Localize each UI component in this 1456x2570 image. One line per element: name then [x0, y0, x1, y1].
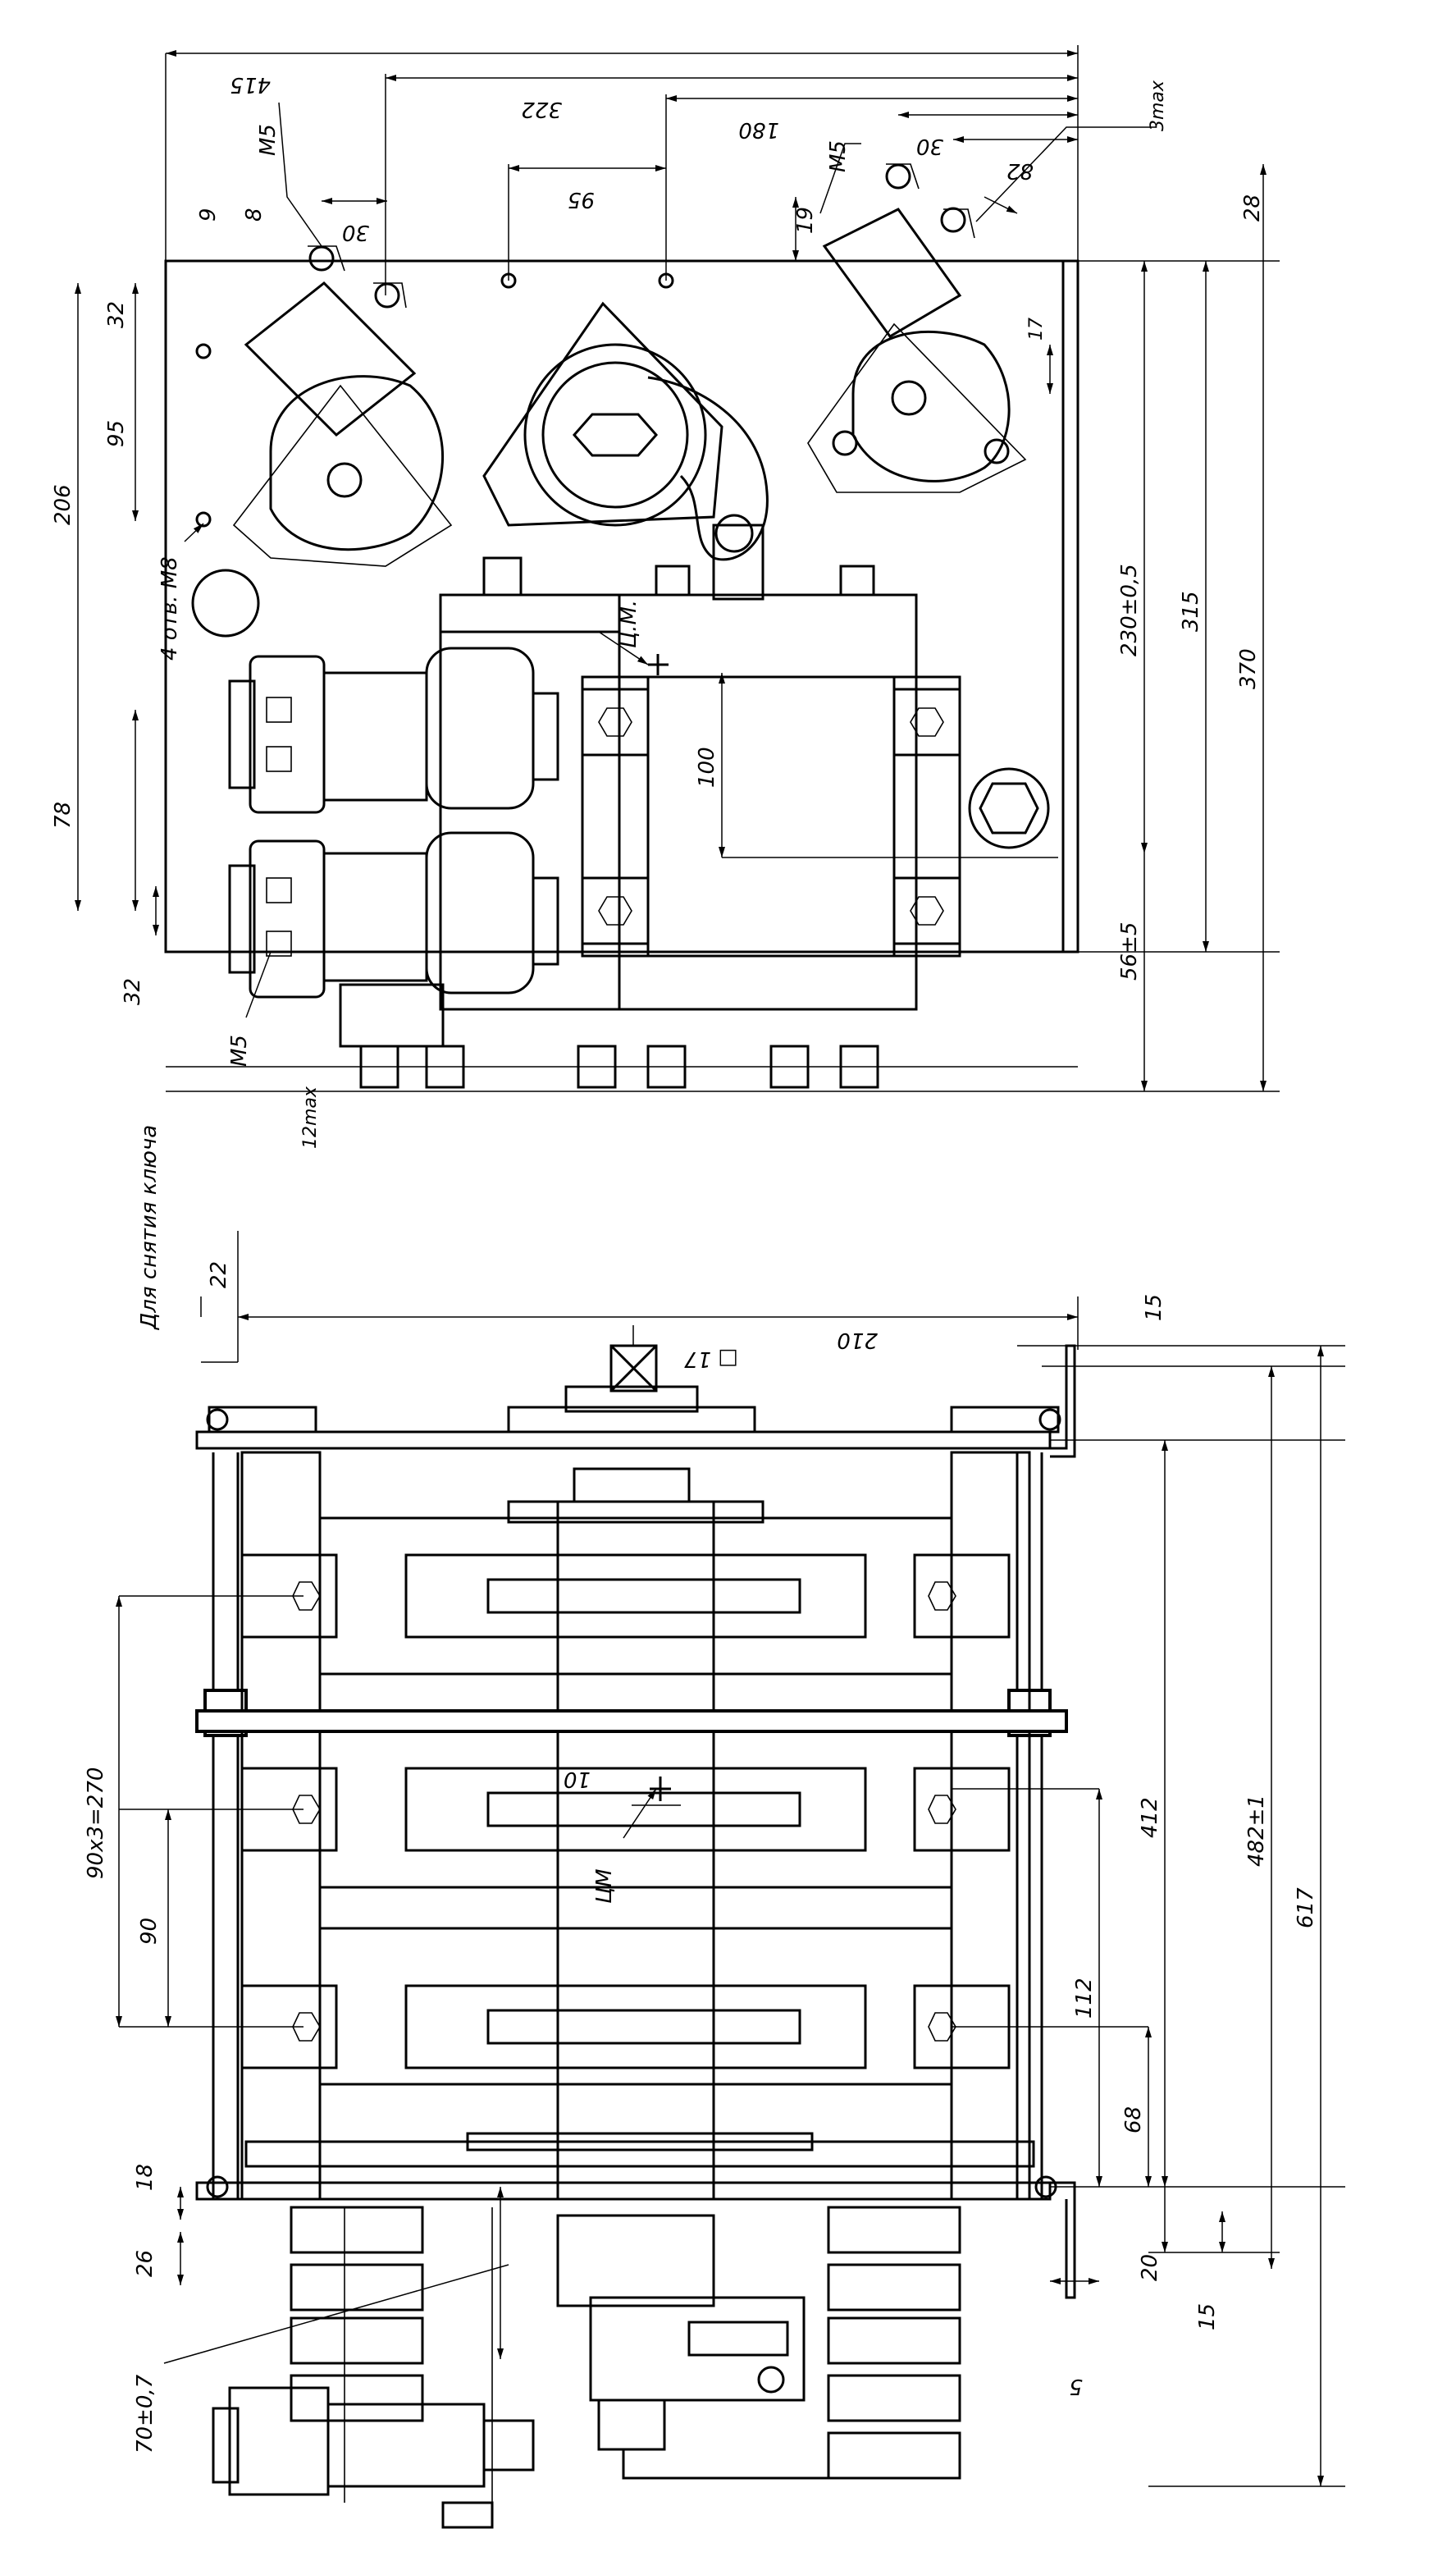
dim-617: 617	[1294, 1887, 1318, 1928]
left-connectors	[228, 647, 559, 999]
top-view-dimensions	[75, 45, 1280, 1092]
dim-100: 100	[695, 747, 719, 788]
dim-19: 19	[793, 207, 818, 234]
dim-90: 90	[137, 1918, 162, 1945]
main-block	[439, 593, 1050, 1011]
center-cam	[482, 301, 769, 601]
dim-230: 230±0,5	[1117, 564, 1142, 656]
label-m5-left: М5	[256, 124, 281, 156]
dim-56: 56±5	[1117, 922, 1142, 981]
dim-5: 5	[1069, 2374, 1083, 2399]
dim-18: 18	[133, 2164, 157, 2191]
dim-82: 82	[1006, 158, 1034, 183]
dim-9: 9	[196, 208, 221, 222]
dim-206: 206	[51, 484, 75, 525]
bottom-bolts	[339, 556, 879, 1089]
dim-315: 315	[1179, 591, 1203, 632]
right-cam-switch	[807, 163, 1027, 493]
dim-70: 70±0,7	[133, 2374, 157, 2453]
dim-112: 112	[1072, 1978, 1097, 2019]
label-center-mass-side: ЦМ	[592, 1868, 617, 1904]
dim-68: 68	[1121, 2106, 1146, 2133]
side-view-dimensions	[116, 1231, 1345, 2487]
top-view: 415 322 180 95 30 30 82 9 8 19 28 3max 1…	[51, 45, 1280, 1149]
dim-26: 26	[133, 2250, 157, 2277]
dim-32-top: 32	[104, 301, 129, 328]
dim-210: 210	[837, 1328, 878, 1352]
dim-95-top: 95	[568, 187, 595, 212]
dim-30-left: 30	[342, 220, 369, 245]
dim-95-left: 95	[104, 420, 129, 447]
dim-10: 10	[564, 1767, 591, 1791]
dim-180: 180	[738, 117, 779, 142]
label-m5-right: М5	[826, 140, 851, 172]
dim-78: 78	[51, 802, 75, 829]
dim-322: 322	[521, 97, 562, 121]
dim-28: 28	[1240, 194, 1265, 222]
dim-20: 20	[1138, 2254, 1162, 2281]
label-4-holes-m8: 4 отв. М8	[157, 556, 182, 661]
dim-415: 415	[230, 72, 271, 97]
dim-482: 482±1	[1244, 1795, 1269, 1867]
dim-30-right: 30	[916, 134, 943, 158]
label-m5-bottom: М5	[227, 1035, 252, 1067]
label-center-mass-top: Ц.М.	[617, 600, 641, 648]
dim-32-bottom: 32	[121, 978, 145, 1005]
dim-square-17: □ 17	[684, 1347, 738, 1371]
left-cam-switch	[232, 245, 453, 567]
lower-assembly	[212, 2206, 961, 2529]
dim-17: 17	[1026, 318, 1047, 341]
dim-412: 412	[1138, 1797, 1162, 1838]
dim-15-top: 15	[1142, 1294, 1166, 1321]
dim-12max: 12max	[300, 1086, 321, 1149]
dim-22: 22	[207, 1261, 231, 1288]
side-view: 22 210 □ 17 15 10 ЦМ 90х3=270 90 412 482…	[84, 1125, 1345, 2529]
dim-15-bottom: 15	[1195, 2303, 1220, 2330]
dim-90x3: 90х3=270	[84, 1767, 108, 1879]
dim-370: 370	[1236, 648, 1261, 689]
note-key-removal: Для снятия ключа	[137, 1125, 162, 1330]
base-plate-outline	[164, 259, 1079, 953]
dim-8: 8	[242, 208, 267, 222]
hex-blocks	[240, 1553, 1011, 2069]
dim-3max: 3max	[1148, 80, 1168, 131]
